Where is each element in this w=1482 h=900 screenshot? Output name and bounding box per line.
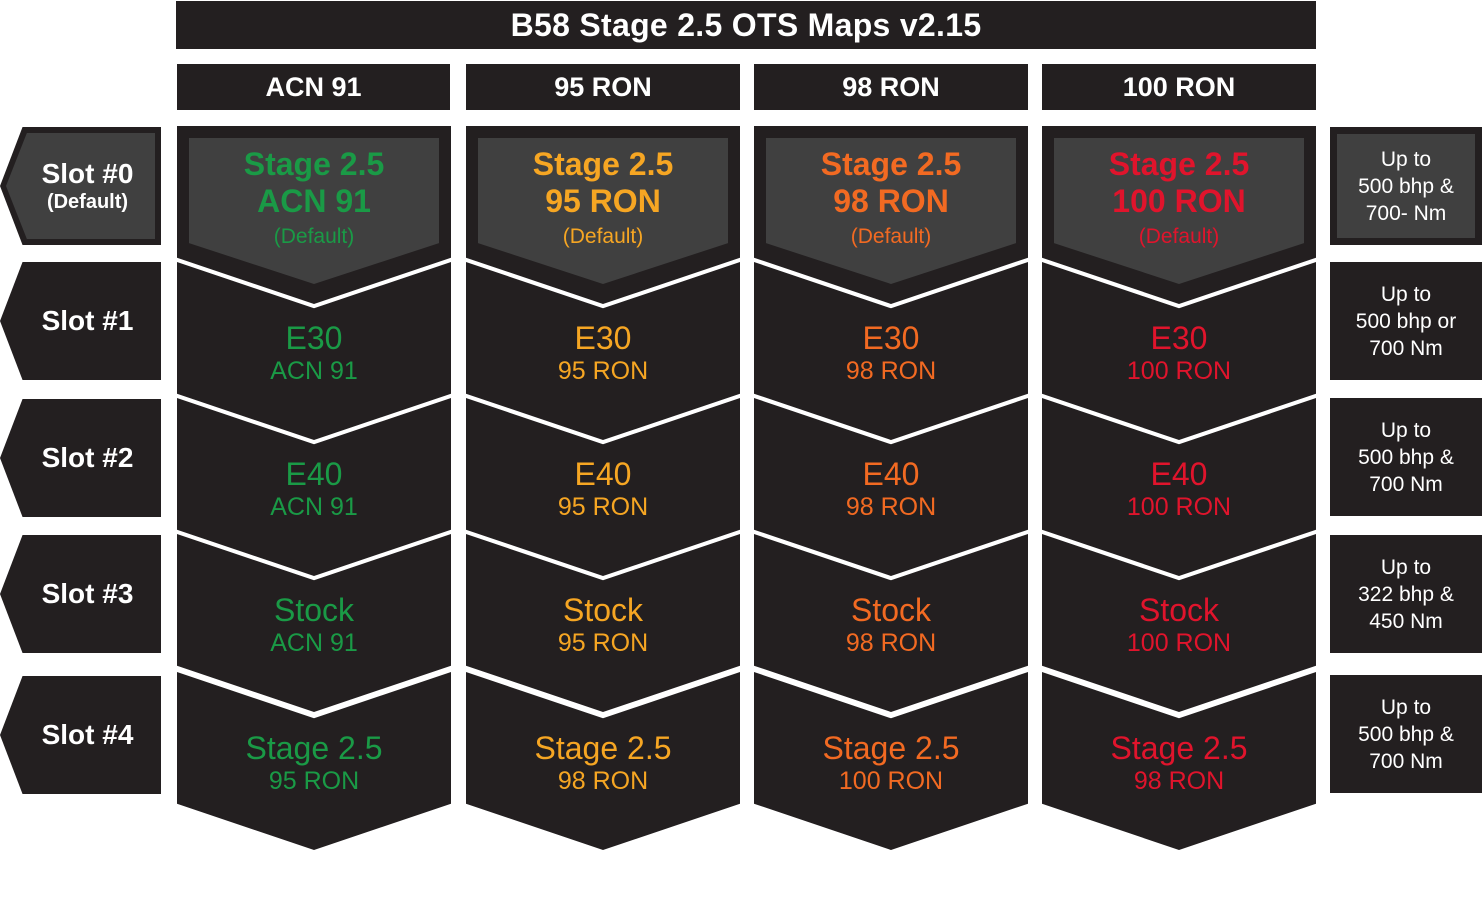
power-spec-line: Up to <box>1380 555 1432 579</box>
power-spec: Up to 322 bhp & 450 Nm <box>1330 535 1482 653</box>
column-header: 98 RON <box>754 64 1028 110</box>
slot-label-text: Slot #3 <box>41 578 134 609</box>
fuel-label: ACN 91 <box>270 629 358 657</box>
fuel-label: 98 RON <box>1133 767 1225 795</box>
map-name: Stock <box>850 592 932 628</box>
default-tag: (Default) <box>562 225 644 248</box>
fuel-label: 98 RON <box>845 357 937 385</box>
power-spec-line: 700 Nm <box>1369 749 1443 773</box>
fuel-label: 100 RON <box>1112 183 1246 219</box>
map-name: Stock <box>562 592 644 628</box>
fuel-label: 100 RON <box>1126 357 1232 385</box>
power-spec-line: 322 bhp & <box>1358 582 1454 606</box>
page-title: B58 Stage 2.5 OTS Maps v2.15 <box>176 1 1316 49</box>
map-name: Stage 2.5 <box>1108 146 1250 182</box>
column-header: 95 RON <box>466 64 740 110</box>
power-spec-line: Up to <box>1380 282 1432 306</box>
slot-label: Slot #0(Default) <box>0 127 161 245</box>
map-name: Stage 2.5 <box>1110 730 1248 766</box>
power-spec: Up to 500 bhp or 700 Nm <box>1330 262 1482 380</box>
power-spec-line: 700 Nm <box>1369 336 1443 360</box>
power-spec-line: Up to <box>1380 418 1432 442</box>
fuel-label: 98 RON <box>557 767 649 795</box>
slot-label: Slot #3 <box>0 535 161 653</box>
power-spec-line: 700 Nm <box>1369 472 1443 496</box>
map-name: E40 <box>285 456 343 492</box>
map-name: E40 <box>1150 456 1208 492</box>
map-name: Stage 2.5 <box>532 146 674 182</box>
fuel-label: 95 RON <box>268 767 360 795</box>
column-header: ACN 91 <box>177 64 450 110</box>
fuel-label: 100 RON <box>838 767 944 795</box>
map-name: E30 <box>1150 320 1208 356</box>
column-header: 100 RON <box>1042 64 1316 110</box>
slot-label-text: Slot #1 <box>41 305 134 336</box>
default-tag: (Default) <box>850 225 932 248</box>
slot-sublabel: (Default) <box>46 191 129 213</box>
power-spec-line: 500 bhp or <box>1355 309 1457 333</box>
power-spec-line: 700- Nm <box>1365 201 1447 225</box>
power-spec-line: Up to <box>1380 147 1432 171</box>
fuel-label: 98 RON <box>845 629 937 657</box>
map-name: E40 <box>862 456 920 492</box>
fuel-label: 95 RON <box>557 493 649 521</box>
slot-label-text: Slot #0 <box>41 158 134 189</box>
power-spec-line: 500 bhp & <box>1358 445 1454 469</box>
map-name: E30 <box>862 320 920 356</box>
power-spec-line: 500 bhp & <box>1358 722 1454 746</box>
fuel-label: 98 RON <box>833 183 949 219</box>
map-name: Stage 2.5 <box>534 730 672 766</box>
fuel-label: 95 RON <box>557 357 649 385</box>
power-spec: Up to 500 bhp & 700 Nm <box>1330 675 1482 793</box>
power-spec: Up to 500 bhp & 700- Nm <box>1330 127 1482 245</box>
power-spec-line: 450 Nm <box>1369 609 1443 633</box>
map-name: E40 <box>574 456 632 492</box>
default-tag: (Default) <box>1138 225 1220 248</box>
power-spec-line: Up to <box>1380 695 1432 719</box>
map-name: Stock <box>273 592 355 628</box>
slot-label-text: Slot #2 <box>41 442 134 473</box>
default-tag: (Default) <box>273 225 355 248</box>
map-name: Stage 2.5 <box>245 730 383 766</box>
slot-label: Slot #4 <box>0 676 161 794</box>
fuel-label: ACN 91 <box>270 357 358 385</box>
map-name: Stock <box>1138 592 1220 628</box>
map-name: Stage 2.5 <box>822 730 960 766</box>
map-name: E30 <box>574 320 632 356</box>
map-name: E30 <box>285 320 343 356</box>
fuel-label: 95 RON <box>545 183 661 219</box>
slot-label: Slot #2 <box>0 399 161 517</box>
slot-label: Slot #1 <box>0 262 161 380</box>
fuel-label: ACN 91 <box>270 493 358 521</box>
fuel-label: 100 RON <box>1126 629 1232 657</box>
slot-label-text: Slot #4 <box>41 719 134 750</box>
fuel-label: ACN 91 <box>257 183 371 219</box>
power-spec: Up to 500 bhp & 700 Nm <box>1330 398 1482 516</box>
fuel-label: 100 RON <box>1126 493 1232 521</box>
fuel-label: 95 RON <box>557 629 649 657</box>
fuel-label: 98 RON <box>845 493 937 521</box>
power-spec-line: 500 bhp & <box>1358 174 1454 198</box>
map-name: Stage 2.5 <box>820 146 962 182</box>
map-name: Stage 2.5 <box>243 146 385 182</box>
